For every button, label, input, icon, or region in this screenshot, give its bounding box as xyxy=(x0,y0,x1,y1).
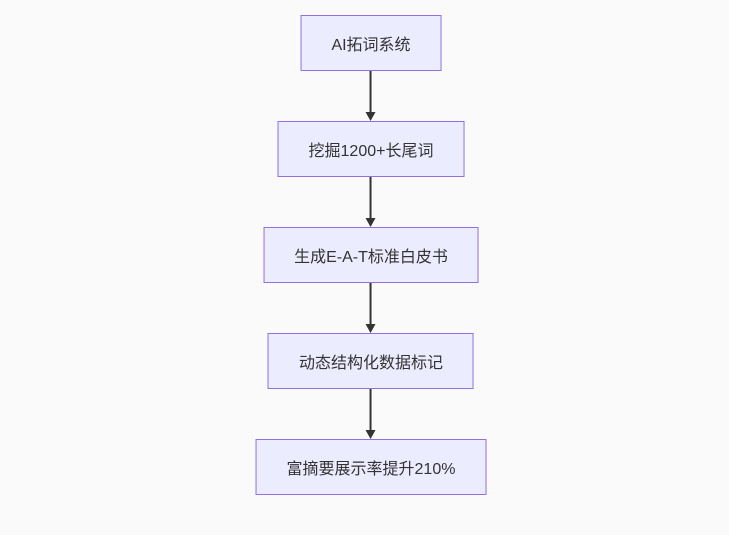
flow-node-eat-whitepaper: 生成E-A-T标准白皮书 xyxy=(263,227,479,283)
arrow-down-icon xyxy=(366,324,376,333)
edge-line xyxy=(370,177,372,219)
flow-node-structured-data: 动态结构化数据标记 xyxy=(267,333,474,389)
flow-node-longtail-mining: 挖掘1200+长尾词 xyxy=(277,121,465,177)
arrow-down-icon xyxy=(366,112,376,121)
edge-line xyxy=(370,283,372,325)
flow-node-rich-snippet-result: 富摘要展示率提升210% xyxy=(255,439,487,495)
edge-connector-1 xyxy=(366,71,376,121)
edge-line xyxy=(370,389,372,431)
edge-connector-2 xyxy=(366,177,376,227)
arrow-down-icon xyxy=(366,218,376,227)
flow-node-label: 生成E-A-T标准白皮书 xyxy=(294,249,448,266)
edge-connector-4 xyxy=(366,389,376,439)
flowchart: AI拓词系统 挖掘1200+长尾词 生成E-A-T标准白皮书 动态结构化数据标记 xyxy=(255,15,487,495)
flow-node-ai-word-system: AI拓词系统 xyxy=(300,15,442,71)
flow-node-label: 动态结构化数据标记 xyxy=(298,355,443,372)
flow-node-label: 富摘要展示率提升210% xyxy=(286,461,456,478)
edge-connector-3 xyxy=(366,283,376,333)
flow-node-label: AI拓词系统 xyxy=(331,37,411,54)
edge-line xyxy=(370,71,372,113)
arrow-down-icon xyxy=(366,430,376,439)
flow-node-label: 挖掘1200+长尾词 xyxy=(308,143,434,160)
